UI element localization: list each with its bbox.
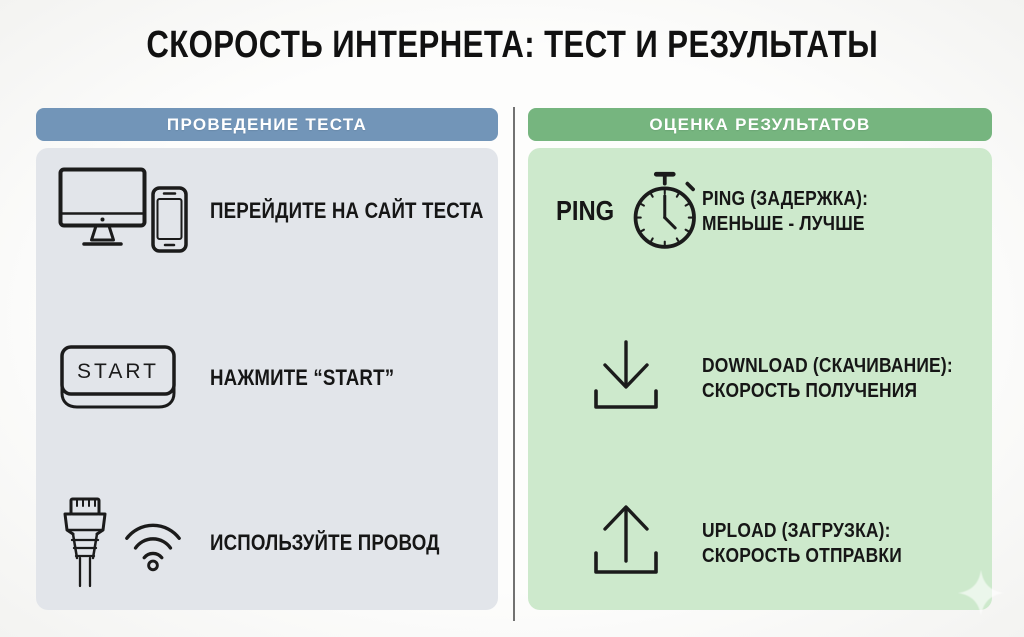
metric-upload-text: UPLOAD (ЗАГРУЗКА): СКОРОСТЬ ОТПРАВКИ [702,518,902,568]
start-key-label: START [77,360,159,383]
devices-icon [58,167,210,255]
ping-icon-group: PING [550,169,702,253]
page-title: СКОРОСТЬ ИНТЕРНЕТА: ТЕСТ И РЕЗУЛЬТАТЫ [146,24,878,66]
ethernet-wifi-icon [58,496,210,590]
step-open-test-site: ПЕРЕЙДИТЕ НА САЙТ ТЕСТА [36,156,492,266]
metric-text: PING (ЗАДЕРЖКА): МЕНЬШЕ - ЛУЧШЕ [702,186,986,236]
start-key-icon: START [58,344,210,412]
metric-download: DOWNLOAD (СКАЧИВАНИЕ): СКОРОСТЬ ПОЛУЧЕНИ… [528,323,986,433]
step-use-cable: ИСПОЛЬЗУЙТЕ ПРОВОД [36,488,492,598]
metric-ping-text: PING (ЗАДЕРЖКА): МЕНЬШЕ - ЛУЧШЕ [702,186,868,236]
metric-ping: PING [528,156,986,266]
ping-label: PING [556,195,615,226]
stopwatch-icon [634,171,697,249]
metric-download-text: DOWNLOAD (СКАЧИВАНИЕ): СКОРОСТЬ ПОЛУЧЕНИ… [702,353,953,403]
step-text: ИСПОЛЬЗУЙТЕ ПРОВОД [210,530,492,556]
metric-ping-line1: PING (ЗАДЕРЖКА): [702,187,869,210]
metric-upload-line2: СКОРОСТЬ ОТПРАВКИ [702,544,902,567]
wifi-icon [125,523,181,572]
metric-upload-line1: UPLOAD (ЗАГРУЗКА): [702,519,891,542]
test-procedure-header-label: ПРОВЕДЕНИЕ ТЕСТА [166,114,368,134]
step-text: ПЕРЕЙДИТЕ НА САЙТ ТЕСТА [210,198,532,224]
metric-text: UPLOAD (ЗАГРУЗКА): СКОРОСТЬ ОТПРАВКИ [702,518,986,568]
step-press-start: START НАЖМИТЕ “START” [36,323,492,433]
step-press-start-label: НАЖМИТЕ “START” [210,365,395,390]
results-panel: ОЦЕНКА РЕЗУЛЬТАТОВ PING [528,108,992,610]
upload-icon-zone [550,503,702,583]
step-open-test-site-label: ПЕРЕЙДИТЕ НА САЙТ ТЕСТА [210,198,484,223]
start-button-icon: START [60,345,176,409]
ethernet-plug-icon [63,497,107,588]
metric-upload: UPLOAD (ЗАГРУЗКА): СКОРОСТЬ ОТПРАВКИ [528,488,986,598]
panel-divider [513,107,515,621]
title-bar: СКОРОСТЬ ИНТЕРНЕТА: ТЕСТ И РЕЗУЛЬТАТЫ [0,24,1024,67]
upload-icon [594,505,658,574]
metric-ping-line2: МЕНЬШЕ - ЛУЧШЕ [702,212,865,235]
results-header-label: ОЦЕНКА РЕЗУЛЬТАТОВ [649,114,871,134]
step-text: НАЖМИТЕ “START” [210,365,492,391]
sparkle-icon [957,569,1005,617]
results-body: PING [528,148,992,610]
test-procedure-panel: ПРОВЕДЕНИЕ ТЕСТА [36,108,498,610]
test-procedure-header: ПРОВЕДЕНИЕ ТЕСТА [36,108,498,141]
download-icon-zone [550,338,702,418]
download-icon [594,340,658,409]
metric-download-line2: СКОРОСТЬ ПОЛУЧЕНИЯ [702,379,918,402]
metric-download-line1: DOWNLOAD (СКАЧИВАНИЕ): [702,354,953,377]
metric-text: DOWNLOAD (СКАЧИВАНИЕ): СКОРОСТЬ ПОЛУЧЕНИ… [702,353,997,403]
test-procedure-body: ПЕРЕЙДИТЕ НА САЙТ ТЕСТА START НАЖМИТЕ “S… [36,148,498,610]
monitor-phone-icon [58,167,188,253]
step-use-cable-label: ИСПОЛЬЗУЙТЕ ПРОВОД [210,530,440,555]
results-header: ОЦЕНКА РЕЗУЛЬТАТОВ [528,108,992,141]
